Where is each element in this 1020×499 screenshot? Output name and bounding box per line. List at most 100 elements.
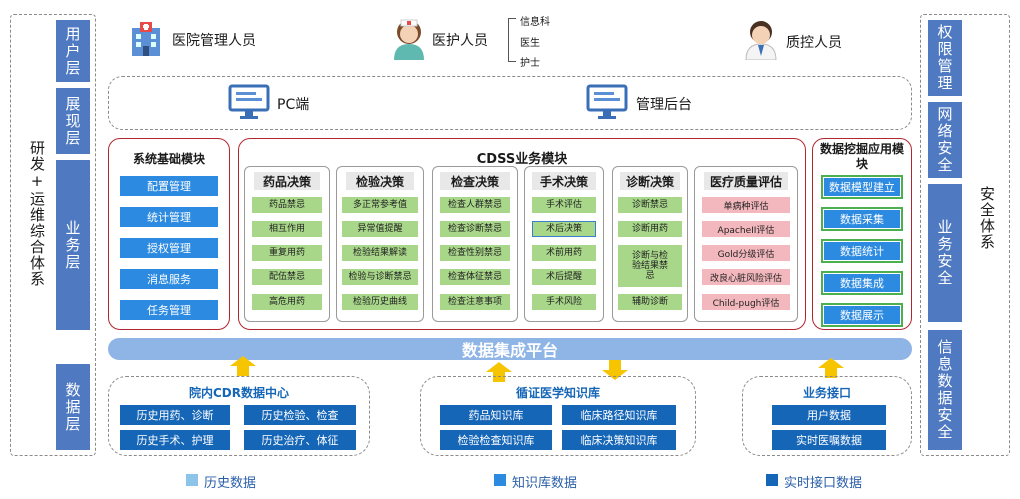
qc-staff-label: 质控人员 — [786, 35, 842, 51]
layer-display: 展现层 — [56, 88, 90, 154]
legend-history-swatch — [186, 474, 198, 486]
exam-item[interactable]: 检查人群禁忌 — [440, 197, 510, 213]
data-integrate-button[interactable]: 数据集成 — [821, 271, 903, 295]
business-interface — [742, 376, 912, 456]
data-mining-title: 数据挖掘应用模块 — [820, 142, 905, 171]
cdr-item[interactable]: 历史检验、检查 — [244, 405, 356, 425]
drug-item[interactable]: 配伍禁忌 — [252, 269, 322, 285]
right-panel — [920, 14, 1010, 456]
legend-knowledge-label: 知识库数据 — [512, 476, 578, 491]
cdr-item[interactable]: 历史用药、诊断 — [120, 405, 230, 425]
layer-biz-security: 业务安全 — [928, 184, 962, 322]
nurse-avatar-icon — [388, 14, 430, 60]
system-base-module — [108, 138, 230, 330]
knowledge-item[interactable]: 临床决策知识库 — [562, 430, 676, 450]
diagnosis-item[interactable]: 辅助诊断 — [618, 294, 682, 310]
down-arrow-icon — [602, 360, 628, 380]
task-mgmt-button[interactable]: 任务管理 — [120, 300, 218, 320]
display-layer-box — [108, 76, 912, 130]
admin-label: 管理后台 — [636, 97, 692, 113]
drug-item[interactable]: 相互作用 — [252, 221, 322, 237]
quality-item[interactable]: 单病种评估 — [702, 197, 790, 213]
data-stats-button[interactable]: 数据统计 — [821, 239, 903, 263]
data-model-button[interactable]: 数据模型建立 — [821, 175, 903, 199]
layer-business: 业务层 — [56, 160, 90, 330]
data-collect-button[interactable]: 数据采集 — [821, 207, 903, 231]
staff-sub-nurse: 护士 — [520, 58, 540, 69]
diagnosis-item[interactable]: 诊断禁忌 — [618, 197, 682, 213]
data-mining-module — [812, 138, 912, 330]
legend-realtime-label: 实时接口数据 — [784, 476, 863, 491]
exam-item[interactable]: 检查注意事项 — [440, 294, 510, 310]
up-arrow-icon — [486, 362, 512, 382]
surgery-item[interactable]: 术后决策 — [532, 221, 596, 237]
drug-item[interactable]: 药品禁忌 — [252, 197, 322, 213]
legend-knowledge-swatch — [494, 474, 506, 486]
surgery-item[interactable]: 手术风险 — [532, 294, 596, 310]
lab-item[interactable]: 检验历史曲线 — [342, 294, 418, 310]
layer-permission: 权限管理 — [928, 20, 962, 96]
cdss-title: CDSS业务模块 — [476, 152, 568, 167]
medical-staff-label: 医护人员 — [432, 33, 488, 49]
diagnosis-item[interactable]: 诊断与检验结果禁忌 — [618, 245, 682, 287]
knowledge-item[interactable]: 临床路径知识库 — [562, 405, 676, 425]
up-arrow-icon — [818, 358, 844, 378]
surgery-item[interactable]: 术前用药 — [532, 245, 596, 261]
interface-title: 业务接口 — [802, 386, 851, 400]
staff-sub-doctor: 医生 — [520, 38, 540, 49]
quality-eval-title: 医疗质量评估 — [704, 172, 788, 190]
knowledge-base — [420, 376, 696, 456]
drug-item[interactable]: 高危用药 — [252, 294, 322, 310]
interface-item[interactable]: 实时医嘱数据 — [772, 430, 886, 450]
up-arrow-icon — [230, 356, 256, 376]
right-panel-title: 安全体系 — [978, 186, 996, 250]
legend-realtime-swatch — [766, 474, 778, 486]
legend-history-label: 历史数据 — [204, 476, 257, 491]
layer-network: 网络安全 — [928, 102, 962, 178]
lab-item[interactable]: 检验结果解读 — [342, 245, 418, 261]
diagnosis-item[interactable]: 诊断用药 — [618, 221, 682, 237]
lab-item[interactable]: 异常值提醒 — [342, 221, 418, 237]
lab-item[interactable]: 多正常参考值 — [342, 197, 418, 213]
exam-item[interactable]: 检查诊断禁忌 — [440, 221, 510, 237]
pc-monitor-icon — [228, 84, 270, 120]
integration-platform-bar: 数据集成平台 — [108, 338, 912, 360]
cdr-item[interactable]: 历史手术、护理 — [120, 430, 230, 450]
config-mgmt-button[interactable]: 配置管理 — [120, 176, 218, 196]
staff-bracket — [508, 18, 516, 62]
hospital-icon — [126, 18, 166, 58]
exam-item[interactable]: 检查体征禁忌 — [440, 269, 510, 285]
layer-user: 用户层 — [56, 20, 90, 82]
admin-monitor-icon — [586, 84, 628, 120]
left-panel — [10, 14, 96, 456]
integration-platform-label: 数据集成平台 — [461, 341, 558, 360]
drug-item[interactable]: 重复用药 — [252, 245, 322, 261]
hospital-admin-label: 医院管理人员 — [172, 33, 256, 49]
cdr-title: 院内CDR数据中心 — [188, 386, 289, 400]
knowledge-item[interactable]: 药品知识库 — [440, 405, 552, 425]
surgery-item[interactable]: 术后提醒 — [532, 269, 596, 285]
surgery-item[interactable]: 手术评估 — [532, 197, 596, 213]
knowledge-item[interactable]: 检验检查知识库 — [440, 430, 552, 450]
surgery-decision-title: 手术决策 — [532, 172, 596, 190]
message-service-button[interactable]: 消息服务 — [120, 269, 218, 289]
quality-item[interactable]: Child-pugh评估 — [702, 294, 790, 310]
pc-label: PC端 — [277, 97, 310, 113]
quality-item[interactable]: 改良心脏风险评估 — [702, 269, 790, 285]
interface-item[interactable]: 用户数据 — [772, 405, 886, 425]
quality-item[interactable]: ApacheII评估 — [702, 221, 790, 237]
cdr-data-center — [108, 376, 370, 456]
cdr-item[interactable]: 历史治疗、体征 — [244, 430, 356, 450]
lab-decision-title: 检验决策 — [346, 172, 414, 190]
layer-data-security: 信息数据安全 — [928, 330, 962, 450]
staff-sub-info: 信息科 — [520, 17, 550, 28]
exam-item[interactable]: 检查性别禁忌 — [440, 245, 510, 261]
system-base-title: 系统基础模块 — [132, 152, 205, 166]
auth-mgmt-button[interactable]: 授权管理 — [120, 238, 218, 258]
left-panel-title: 研发+运维综合体系 — [28, 140, 46, 287]
diagnosis-decision-title: 诊断决策 — [620, 172, 680, 190]
data-display-button[interactable]: 数据展示 — [821, 303, 903, 327]
stats-mgmt-button[interactable]: 统计管理 — [120, 207, 218, 227]
quality-item[interactable]: Gold分级评估 — [702, 245, 790, 261]
lab-item[interactable]: 检验与诊断禁忌 — [342, 269, 418, 285]
